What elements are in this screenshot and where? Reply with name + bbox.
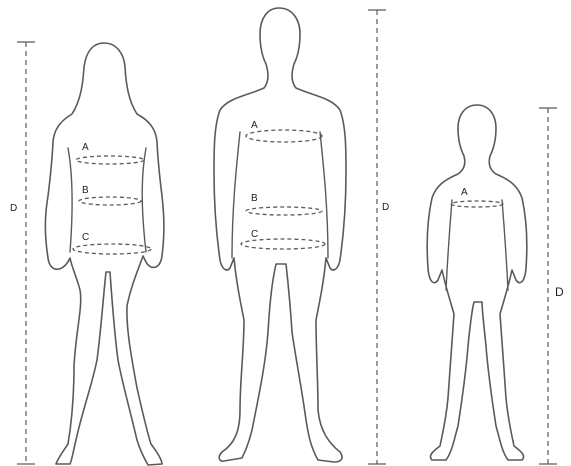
man-height-label: D xyxy=(382,202,389,213)
man-label-c: C xyxy=(251,229,258,240)
woman-label-c: C xyxy=(82,232,89,243)
child-height-label: D xyxy=(555,285,564,299)
woman-height-label: D xyxy=(10,203,17,214)
woman-label-b: B xyxy=(82,185,89,196)
man-label-b: B xyxy=(251,193,258,204)
child-label-a: A xyxy=(461,187,468,198)
woman-figure: D A B C xyxy=(10,42,164,465)
woman-label-a: A xyxy=(82,142,89,153)
man-label-a: A xyxy=(251,120,258,131)
man-figure: D A B C xyxy=(214,8,389,464)
child-figure: D A xyxy=(427,105,564,464)
man-silhouette xyxy=(214,8,346,462)
child-silhouette xyxy=(427,105,527,460)
woman-silhouette xyxy=(45,43,164,465)
